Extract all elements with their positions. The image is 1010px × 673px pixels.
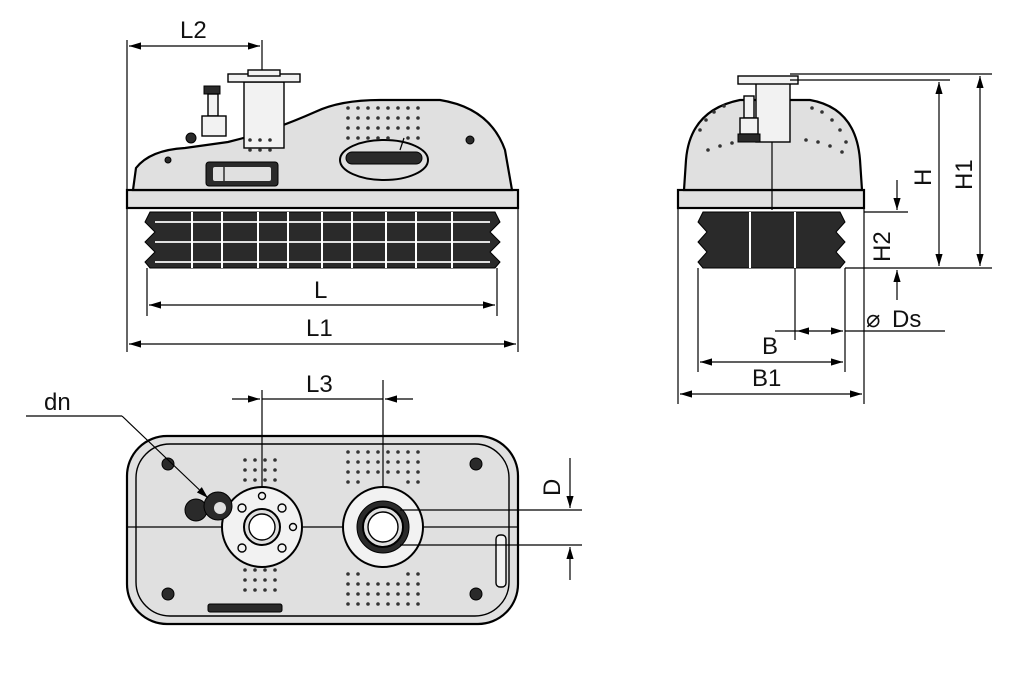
front-connection-stem — [243, 81, 285, 149]
label-ds-symbol: ⌀ — [866, 306, 880, 333]
side-hood — [682, 98, 864, 192]
label-l: L — [314, 277, 327, 304]
side-valve — [737, 95, 761, 143]
side-view: H H1 H2 ⌀ Ds B B1 — [676, 73, 992, 404]
side-bellows — [697, 211, 846, 269]
label-l1: L1 — [306, 315, 333, 342]
label-ds: Ds — [892, 306, 921, 333]
top-dot-pattern — [243, 450, 420, 606]
front-hood — [131, 98, 514, 192]
top-outer-frame — [125, 434, 520, 626]
top-view: dn L3 D — [26, 371, 582, 626]
label-h: H — [910, 169, 937, 186]
label-l2: L2 — [180, 17, 207, 44]
label-b1: B1 — [752, 365, 781, 392]
top-bottom-strip — [207, 603, 283, 613]
top-inner-frame — [135, 443, 510, 617]
front-view: L2 L L1 — [125, 17, 520, 352]
front-dot-pattern — [248, 106, 420, 152]
label-l3: L3 — [306, 371, 333, 398]
side-dot-pattern — [698, 104, 848, 154]
top-corner-holes — [161, 457, 483, 601]
side-base-plate — [676, 188, 866, 210]
label-h2: H2 — [869, 231, 896, 262]
top-right-flange — [342, 486, 424, 568]
label-dn: dn — [44, 389, 71, 416]
front-base-plate — [125, 188, 520, 210]
top-valve-knob — [184, 491, 233, 522]
label-d: D — [539, 479, 566, 496]
label-b: B — [762, 333, 778, 360]
label-h1: H1 — [951, 159, 978, 190]
top-left-flange — [221, 486, 303, 568]
front-bellows — [144, 211, 501, 269]
top-side-handle — [495, 534, 507, 588]
side-connection-stem — [755, 81, 791, 143]
front-valve — [185, 85, 227, 144]
